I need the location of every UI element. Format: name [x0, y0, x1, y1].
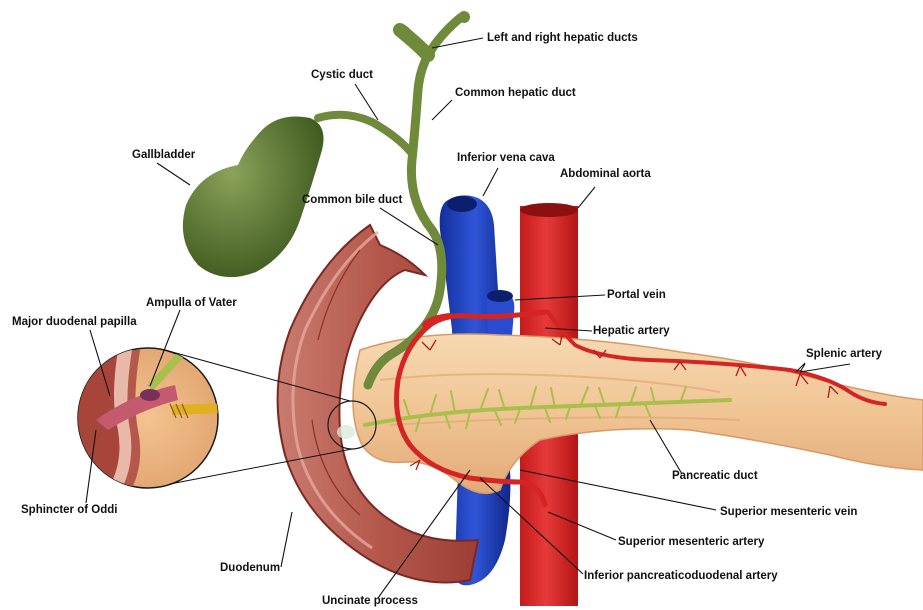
portal-vein: [486, 290, 514, 335]
label-sphincter-of-oddi: Sphincter of Oddi: [21, 503, 117, 517]
label-pancreatic-duct: Pancreatic duct: [672, 469, 758, 483]
label-inferior-pancreaticoduodenal-artery: Inferior pancreaticoduodenal artery: [584, 569, 778, 583]
label-superior-mesenteric-artery: Superior mesenteric artery: [618, 535, 764, 549]
label-uncinate-process: Uncinate process: [322, 594, 418, 608]
label-ampulla-of-vater: Ampulla of Vater: [146, 296, 237, 310]
label-hepatic-artery: Hepatic artery: [593, 324, 670, 338]
label-hepatic-ducts: Left and right hepatic ducts: [487, 31, 638, 45]
label-gallbladder: Gallbladder: [132, 148, 195, 162]
label-portal-vein: Portal vein: [607, 288, 666, 302]
label-abdominal-aorta: Abdominal aorta: [560, 167, 651, 181]
label-inferior-vena-cava: Inferior vena cava: [457, 151, 555, 165]
label-duodenum: Duodenum: [220, 561, 280, 575]
label-superior-mesenteric-vein: Superior mesenteric vein: [720, 505, 857, 519]
label-major-duodenal-papilla: Major duodenal papilla: [12, 315, 137, 329]
splenic-artery-leader: [800, 364, 850, 372]
label-splenic-artery: Splenic artery: [806, 347, 882, 361]
label-cystic-duct: Cystic duct: [311, 68, 373, 82]
label-common-hepatic-duct: Common hepatic duct: [455, 86, 576, 100]
label-common-bile-duct: Common bile duct: [302, 193, 402, 207]
